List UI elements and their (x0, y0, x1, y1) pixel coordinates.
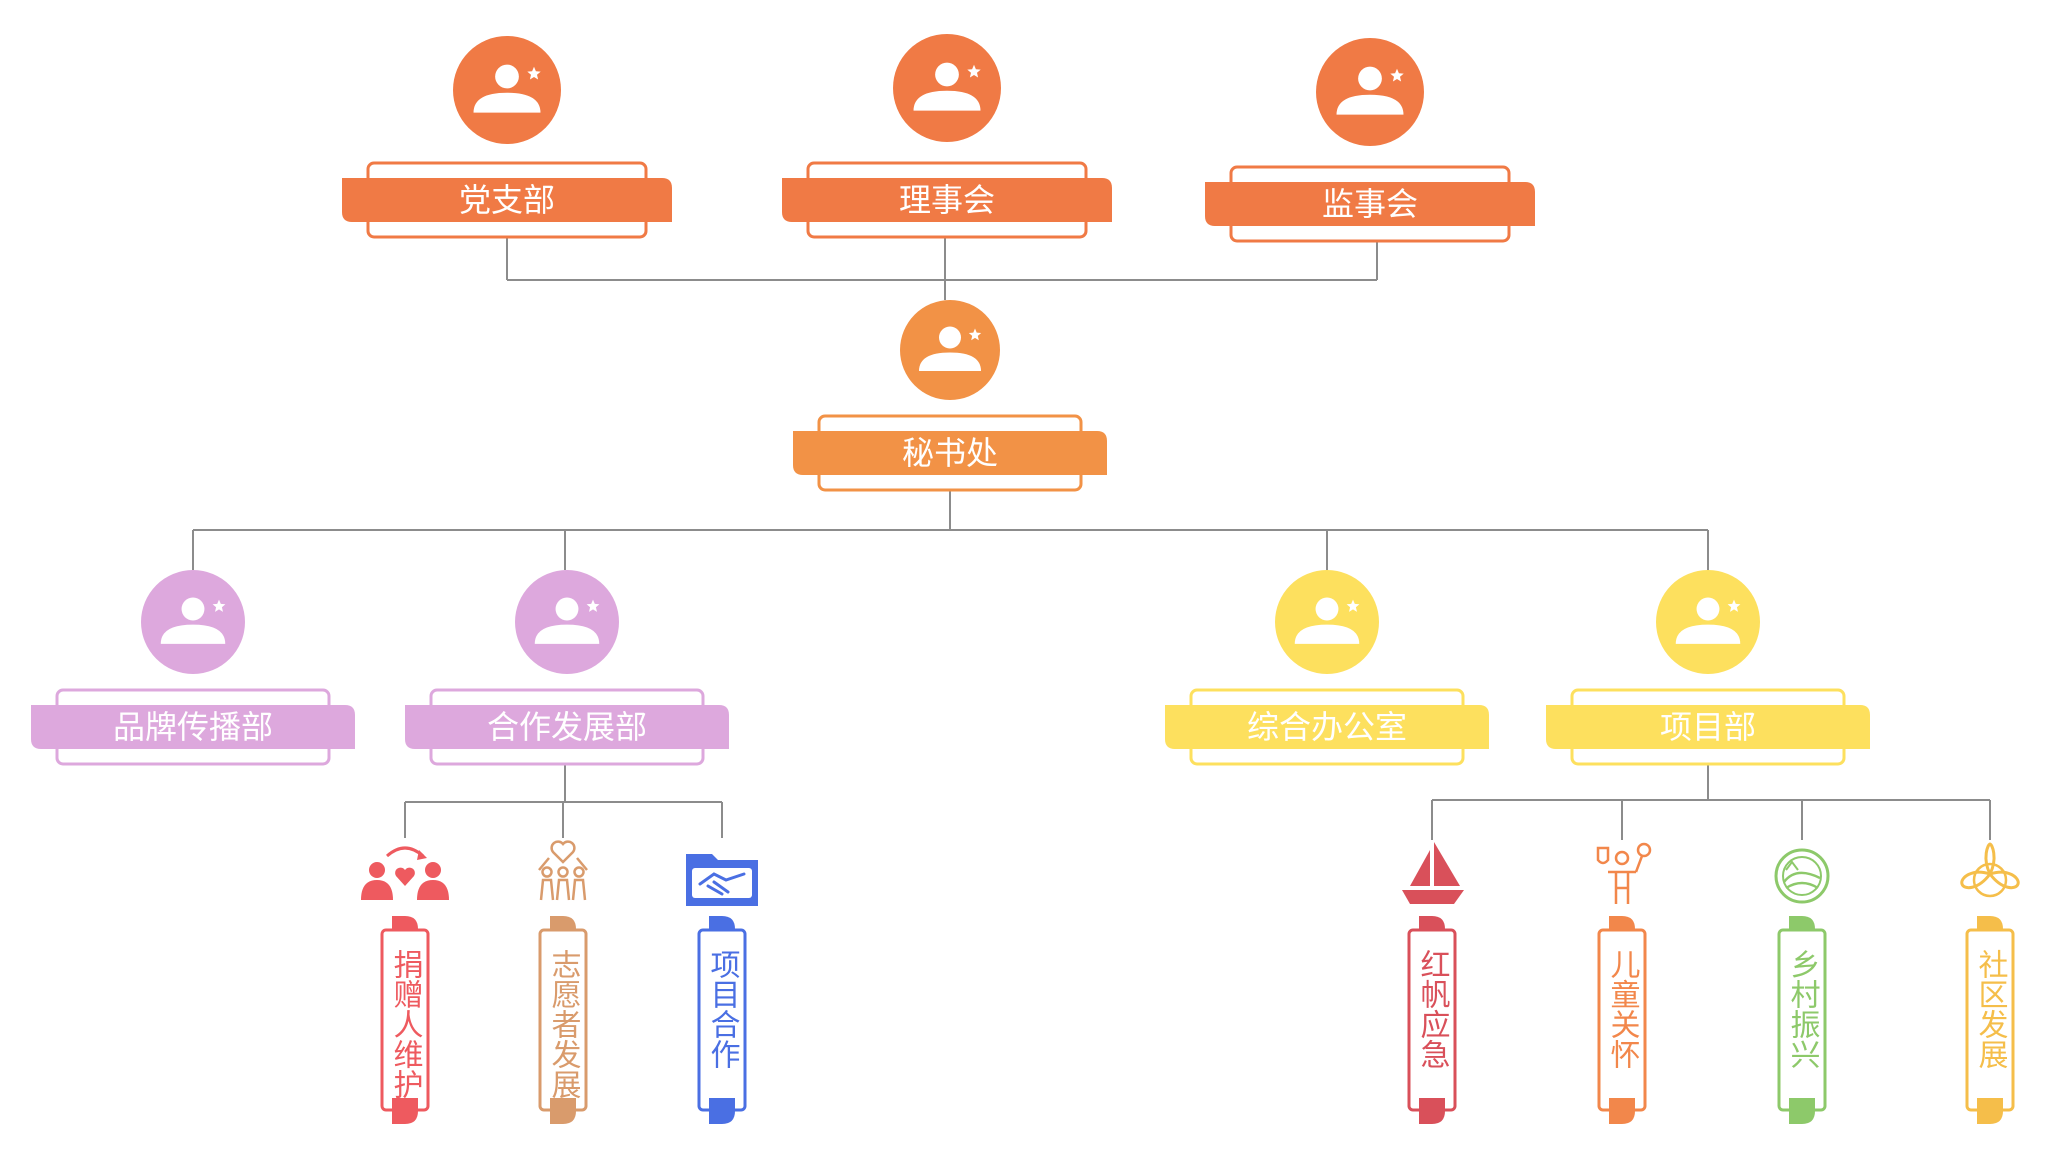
leaf-coop-0-label: 捐赠人维护 (388, 949, 423, 1099)
node-secretariat-band (793, 431, 1107, 475)
node-dept-0[interactable]: 品牌传播部 (31, 570, 355, 766)
node-dept-2-label: 综合办公室 (1247, 708, 1407, 746)
avatar-icon (515, 570, 619, 674)
node-top-0-label: 党支部 (459, 181, 555, 219)
avatar-icon (1656, 570, 1760, 674)
leaf-project-1-label: 儿童关怀 (1605, 949, 1641, 1069)
volunteer-icon (538, 840, 588, 901)
leaf-project-0[interactable]: 红帆应急 (1402, 842, 1464, 1124)
node-top-2-label: 监事会 (1322, 185, 1418, 223)
node-secretariat[interactable]: 秘书处 (793, 300, 1107, 492)
village-icon (1774, 848, 1830, 904)
node-top-0[interactable]: 党支部 (342, 36, 672, 239)
leaf-project-0-bottom-cap (1419, 1098, 1445, 1124)
node-top-0-band (342, 178, 672, 222)
leaf-coop-1[interactable]: 志愿者发展 (538, 840, 588, 1124)
leaf-project-2-label: 乡村振兴 (1785, 949, 1821, 1069)
node-dept-3-label: 项目部 (1660, 708, 1756, 746)
node-dept-3-band (1546, 705, 1870, 749)
connector-lines (192, 238, 1991, 840)
leaf-project-1[interactable]: 儿童关怀 (1596, 842, 1652, 1124)
leaf-coop-0-bottom-cap (392, 1098, 418, 1124)
node-dept-0-band (31, 705, 355, 749)
leaf-project-3-bottom-cap (1977, 1098, 2003, 1124)
leaf-project-0-label: 红帆应急 (1415, 949, 1450, 1069)
node-dept-3[interactable]: 项目部 (1546, 570, 1870, 766)
node-dept-1-band (405, 705, 729, 749)
node-top-2[interactable]: 监事会 (1205, 38, 1535, 243)
leaf-coop-2-label: 项目合作 (705, 949, 741, 1069)
node-dept-1[interactable]: 合作发展部 (405, 570, 729, 766)
leaf-coop-1-bottom-cap (550, 1098, 576, 1124)
avatar-icon (1275, 570, 1379, 674)
node-top-2-band (1205, 182, 1535, 226)
avatar-icon (453, 36, 561, 144)
leaf-items: 捐赠人维护 志愿者发展 项目合作 红帆应急 儿童关怀 乡村振兴 社区发展 (361, 840, 2020, 1124)
sailboat-icon (1402, 842, 1464, 904)
avatar-icon (893, 34, 1001, 142)
node-top-1-label: 理事会 (899, 181, 995, 219)
leaf-coop-1-label: 志愿者发展 (546, 949, 582, 1099)
leaf-project-3-label: 社区发展 (1973, 949, 2009, 1069)
donor-care-icon (361, 846, 449, 900)
node-dept-0-label: 品牌传播部 (113, 708, 273, 746)
community-icon (1960, 842, 2020, 898)
leaf-project-3[interactable]: 社区发展 (1960, 842, 2020, 1124)
leaf-coop-0[interactable]: 捐赠人维护 (361, 846, 449, 1124)
node-top-1-band (782, 178, 1112, 222)
avatar-icon (141, 570, 245, 674)
node-top-1[interactable]: 理事会 (782, 34, 1112, 239)
node-dept-2[interactable]: 综合办公室 (1165, 570, 1489, 766)
leaf-coop-2[interactable]: 项目合作 (686, 854, 758, 1124)
node-dept-1-label: 合作发展部 (487, 708, 647, 746)
avatar-icon (1316, 38, 1424, 146)
leaf-project-2[interactable]: 乡村振兴 (1774, 848, 1830, 1124)
node-secretariat-label: 秘书处 (902, 434, 998, 472)
leaf-project-1-bottom-cap (1609, 1098, 1635, 1124)
child-care-icon (1596, 842, 1652, 904)
leaf-coop-2-bottom-cap (709, 1098, 735, 1124)
avatar-icon (900, 300, 1000, 400)
leaf-project-2-bottom-cap (1789, 1098, 1815, 1124)
handshake-icon (686, 854, 758, 906)
node-dept-2-band (1165, 705, 1489, 749)
